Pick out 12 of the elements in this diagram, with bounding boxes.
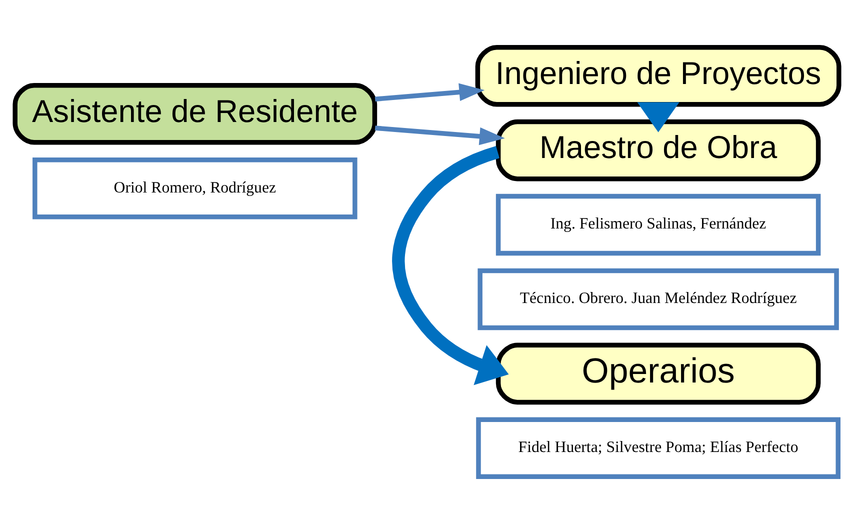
node-box: Técnico. Obrero. Juan Meléndez Rodríguez xyxy=(478,268,839,330)
node-box: Fidel Huerta; Silvestre Poma; Elías Perfecto xyxy=(476,416,840,479)
node-box: Ingeniero de Proyectos xyxy=(475,44,842,106)
arrow xyxy=(374,125,505,145)
arrow xyxy=(374,82,485,101)
node-box: Operarios xyxy=(496,342,821,404)
node-box: Oriol Romero, Rodríguez xyxy=(32,156,358,219)
node-box: Asistente de Residente xyxy=(12,82,378,144)
arrow xyxy=(392,146,509,385)
arrow xyxy=(637,102,680,132)
node-box: Ing. Felismero Salinas, Fernández xyxy=(496,193,821,256)
node-box: Maestro de Obra xyxy=(496,118,821,181)
